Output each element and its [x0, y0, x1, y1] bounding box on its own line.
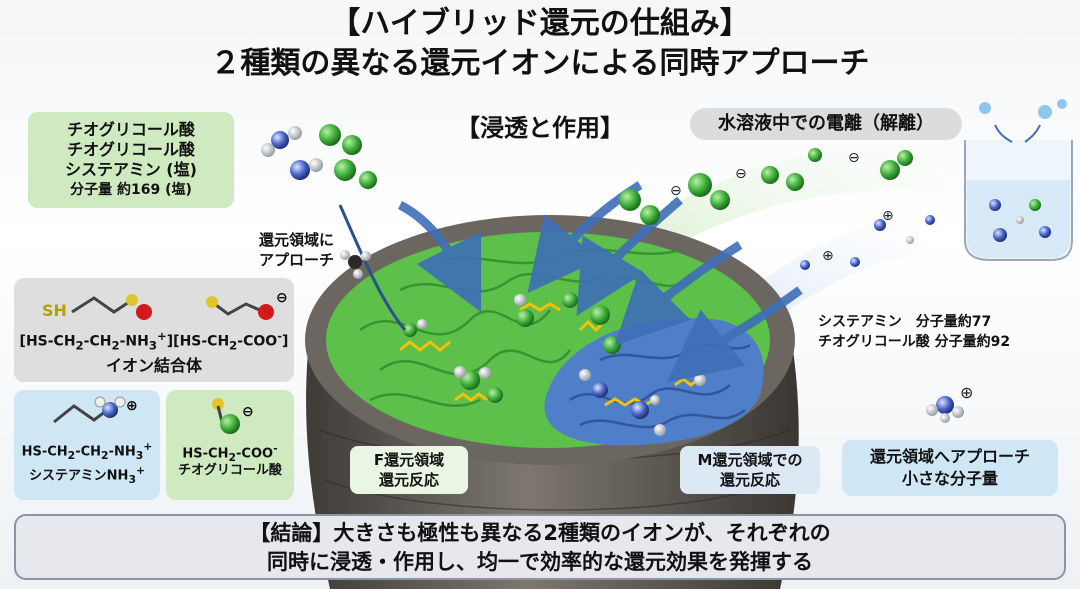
formula-sup: -	[277, 329, 283, 343]
formula-part: HS-CH	[21, 444, 68, 460]
conclusion-line-1: 【結論】大きさも極性も異なる2種類のイオンが、それぞれの	[249, 521, 831, 545]
weight-cysteamine: システアミン 分子量約77	[818, 314, 992, 330]
section-subtitle: 【浸透と作用】	[456, 114, 624, 142]
f-region-line-1: F還元領域	[373, 451, 445, 469]
cysteamine-molecule: ⊕	[53, 396, 138, 424]
thioglycolic-molecule: ⊖	[212, 398, 254, 434]
minus-symbol: ⊖	[848, 150, 860, 166]
compound-line-1: チオグリコール酸	[67, 120, 195, 139]
ion-complex-molecule: SH ⊖	[42, 290, 288, 320]
formula-sup: -	[273, 442, 278, 455]
formula-part: HS-CH	[182, 446, 229, 462]
small-molecule-line-1: 還元領域へアプローチ	[869, 447, 1030, 466]
tl-molecule-cluster	[261, 124, 377, 189]
ion-complex-formula: [HS-CH2-CH2-NH3+][HS-CH2-COO-]	[14, 326, 294, 355]
compound-line-2: チオグリコール酸	[67, 140, 195, 159]
formula-part: -CH	[75, 444, 102, 460]
beaker	[964, 140, 1073, 261]
name-part: システアミンNH	[28, 468, 129, 484]
formula-sub: 2	[228, 450, 237, 464]
green-ions	[619, 148, 913, 225]
formula-sub: 3	[148, 338, 157, 353]
name-sub: 3	[128, 472, 136, 486]
cysteamine-box: ⊕ HS-CH2-CH2-NH3+ システアミンNH3+	[14, 390, 160, 500]
cysteamine-formula: HS-CH2-CH2-NH3+	[14, 438, 160, 465]
plus-symbol: ⊕	[822, 248, 834, 264]
green-ion-stream	[580, 148, 940, 300]
m-region-line-1: M還元領域での	[697, 451, 803, 469]
electrolysis-label: 水溶液中での電離（解離）	[690, 108, 962, 140]
weight-thioglycolic: チオグリコール酸 分子量約92	[818, 334, 1011, 350]
small-molecule-line-2: 小さな分子量	[901, 469, 998, 488]
minus-symbol: ⊖	[735, 166, 747, 182]
formula-part: -COO	[236, 446, 274, 462]
water-drops	[979, 99, 1067, 143]
title-line-2: ２種類の異なる還元イオンによる同時アプローチ	[210, 46, 870, 81]
formula-sub: 2	[75, 338, 84, 353]
formula-part: -CH	[83, 333, 112, 350]
m-region-label: M還元領域での 還元反応	[680, 446, 820, 494]
compound-line-3: システアミン (塩)	[65, 160, 197, 179]
formula-sup: +	[156, 329, 167, 343]
formula-sub: 2	[101, 448, 109, 462]
approach-label-line-2: アプローチ	[258, 251, 334, 269]
thioglycolic-name: チオグリコール酸	[178, 463, 282, 478]
formula-part: -NH	[108, 444, 136, 460]
conclusion-box: 【結論】大きさも極性も異なる2種類のイオンが、それぞれの 同時に浸透・作用し、均…	[14, 514, 1066, 580]
minus-symbol: ⊖	[670, 183, 682, 199]
thioglycolic-formula: HS-CH2-COO-	[166, 440, 294, 467]
plus-symbol: ⊕	[126, 398, 138, 414]
ion-complex-name: イオン結合体	[105, 356, 202, 375]
approach-label: 還元領域に アプローチ	[248, 230, 334, 270]
minus-symbol: ⊖	[242, 404, 254, 420]
compound-line-4: 分子量 約169 (塩)	[70, 182, 192, 198]
name-sup: +	[135, 464, 146, 477]
thioglycolic-box: ⊖ HS-CH2-COO- チオグリコール酸	[166, 390, 294, 500]
cysteamine-name: システアミンNH3+	[14, 462, 160, 489]
sh-group-label: SH	[42, 301, 67, 320]
conclusion-line-2: 同時に浸透・作用し、均一で効率的な還元効果を発揮する	[267, 550, 813, 574]
formula-sub: 2	[111, 338, 120, 353]
f-region-line-2: 還元反応	[378, 471, 439, 489]
formula-sub: 2	[229, 338, 238, 353]
approach-molecule	[340, 250, 371, 279]
molecular-weights: システアミン 分子量約77 チオグリコール酸 分子量約92	[818, 312, 1068, 352]
f-region-label: F還元領域 還元反応	[350, 446, 468, 494]
plus-symbol: ⊕	[882, 208, 894, 224]
formula-part: ]	[282, 333, 289, 350]
ion-complex-box: SH ⊖ [HS-CH2-CH2-NH3+][HS-CH2-COO-] イオン結…	[14, 278, 294, 382]
minus-symbol: ⊖	[276, 290, 288, 306]
plus-symbol: ⊕	[960, 383, 973, 402]
formula-part: -COO	[237, 333, 278, 350]
approach-label-line-1: 還元領域に	[258, 231, 334, 249]
formula-part: [HS-CH	[19, 333, 76, 350]
small-molecule-box: 還元領域へアプローチ 小さな分子量	[842, 440, 1058, 496]
formula-sub: 2	[67, 448, 76, 462]
charge-symbols: ⊖ ⊖ ⊖ ⊕ ⊕ ⊕	[670, 150, 973, 402]
m-region-line-2: 還元反応	[719, 471, 780, 489]
small-cation-molecule	[926, 396, 964, 423]
blue-ions	[800, 215, 935, 270]
page-title: 【ハイブリッド還元の仕組み】 ２種類の異なる還元イオンによる同時アプローチ	[0, 4, 1080, 84]
compound-box: チオグリコール酸 チオグリコール酸 システアミン (塩) 分子量 約169 (塩…	[28, 112, 234, 208]
title-line-1: 【ハイブリッド還元の仕組み】	[330, 6, 750, 41]
formula-part: -NH	[119, 333, 149, 350]
formula-sub: 3	[135, 448, 144, 462]
formula-part: ][HS-CH	[166, 333, 230, 350]
formula-sup: +	[143, 440, 153, 453]
